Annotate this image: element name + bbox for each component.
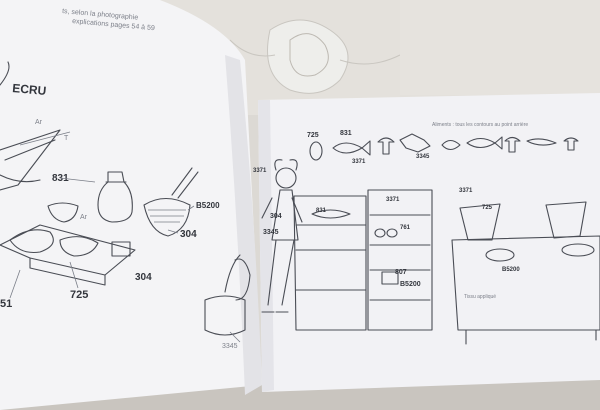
fridge-shelf-drawing [293, 195, 367, 331]
right-label-304: 304 [270, 213, 282, 220]
right-label-725-b: 725 [482, 205, 493, 211]
right-label-b5200-b: B5200 [502, 267, 520, 273]
sushi-tray-drawing [0, 224, 136, 286]
right-page: Aliments : tous les contours au point ar… [234, 93, 600, 392]
dining-table-drawing [451, 201, 600, 345]
left-label-51: 51 [0, 298, 12, 310]
right-label-3345-a: 3345 [416, 154, 430, 160]
left-label-831: 831 [52, 173, 69, 184]
right-header: Aliments : tous les contours au point ar… [432, 122, 528, 128]
right-label-3371-a: 3371 [352, 159, 366, 165]
right-label-831-b: 831 [316, 208, 327, 214]
cupboard-drawing [367, 189, 433, 331]
right-label-3371-d: 3371 [459, 188, 473, 194]
girl-figure-drawing [234, 159, 303, 313]
right-caption: Tissu appliqué [464, 294, 496, 300]
left-label-b5200: B5200 [196, 201, 220, 210]
left-label-t: T [64, 135, 69, 142]
left-label-ar-2: Ar [80, 214, 88, 221]
tea-cup-drawing [47, 202, 79, 223]
left-label-304-b: 304 [135, 272, 152, 283]
left-label-3345: 3345 [222, 343, 238, 350]
right-label-831: 831 [340, 130, 352, 137]
left-title: ECRU [12, 81, 47, 98]
left-label-725: 725 [70, 289, 88, 301]
left-label-304-a: 304 [180, 229, 197, 240]
right-label-b5200-a: B5200 [400, 281, 421, 288]
left-page: ts, selon la photographie explications p… [0, 0, 262, 410]
rice-bowl-drawing [143, 167, 199, 237]
left-label-ar-1: Ar [35, 119, 43, 126]
right-label-3345-b: 3345 [263, 229, 279, 236]
right-label-807: 807 [395, 269, 407, 276]
sushi-boat-drawing [0, 129, 71, 191]
pot-drawing [204, 254, 246, 336]
right-label-725: 725 [307, 132, 319, 139]
right-label-761: 761 [400, 225, 411, 231]
right-label-3371-b: 3371 [253, 168, 267, 174]
sake-bottle-drawing [97, 171, 133, 223]
food-row-drawing [309, 133, 579, 161]
right-label-3371-c: 3371 [386, 197, 400, 203]
